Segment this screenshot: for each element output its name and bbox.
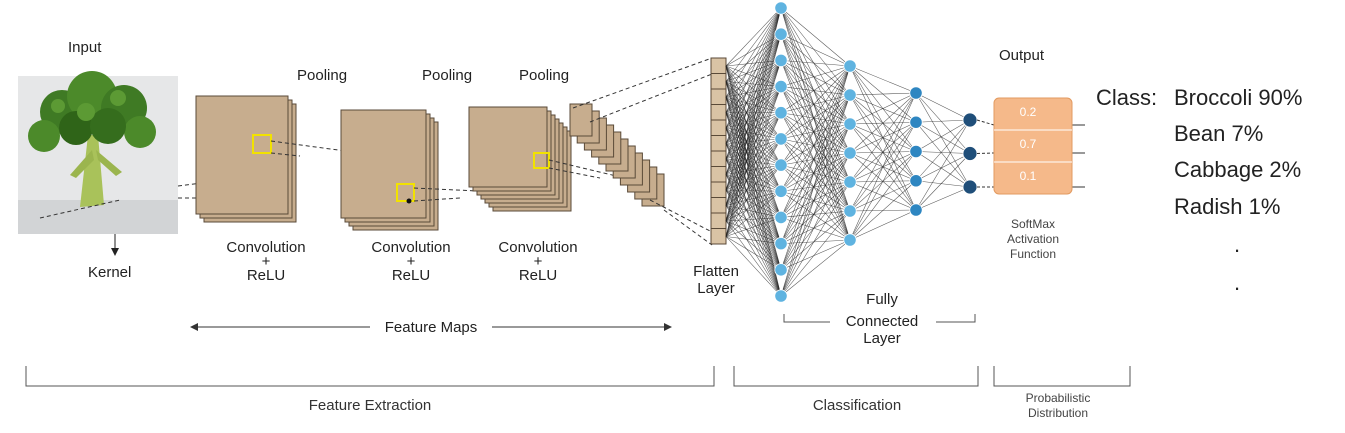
flatten-label-line1: Flatten: [693, 263, 739, 280]
svg-text:+: +: [407, 253, 416, 270]
flatten-cell: [710, 212, 727, 229]
softmax-value-1: 0.2: [1020, 105, 1037, 119]
feature-maps-label: Feature Maps: [385, 319, 478, 336]
neuron: [774, 132, 788, 146]
flatten-label-line2: Layer: [697, 280, 735, 297]
class-item-3: Cabbage 2%: [1174, 157, 1301, 182]
neuron: [962, 179, 978, 195]
neuron: [774, 237, 788, 251]
feature-extraction-bracket: [25, 366, 715, 387]
svg-text:Convolution: Convolution: [371, 239, 450, 256]
flatten-cell: [710, 228, 727, 245]
broccoli-input-image: [18, 71, 178, 234]
neuron: [774, 289, 788, 303]
neuron: [909, 115, 923, 129]
flatten-cell: [710, 150, 727, 167]
svg-text:Convolution: Convolution: [498, 239, 577, 256]
flatten-cell: [710, 57, 727, 74]
neuron: [774, 263, 788, 277]
conv-relu-label-3: Convolution + ReLU: [498, 239, 577, 284]
flatten-cell: [710, 166, 727, 183]
feature-map-stack-1: [195, 95, 297, 223]
neuron: [774, 184, 788, 198]
ellipsis-dot-1: .: [1234, 232, 1240, 257]
output-label: Output: [999, 47, 1045, 64]
neuron: [962, 112, 978, 128]
thin-feature-map: [569, 103, 593, 137]
fc-label-line2: Connected: [846, 313, 919, 330]
neuron: [909, 144, 923, 159]
neuron: [909, 86, 923, 100]
fc-label-line3: Layer: [863, 330, 901, 347]
softmax-value-3: 0.1: [1020, 169, 1037, 183]
neuron: [962, 146, 978, 161]
flatten-cell: [710, 181, 727, 198]
svg-text:ReLU: ReLU: [247, 267, 285, 284]
kernel-window-2: [396, 183, 415, 202]
kernel-label: Kernel: [88, 264, 131, 281]
flatten-cell: [710, 104, 727, 121]
pooling-label-1: Pooling: [297, 67, 347, 84]
neuron: [909, 203, 923, 217]
feature-extraction-label: Feature Extraction: [309, 397, 432, 414]
svg-text:+: +: [534, 253, 543, 270]
kernel-arrow: [111, 234, 119, 256]
input-label: Input: [68, 39, 102, 56]
neuron: [843, 146, 857, 160]
flatten-cell: [710, 119, 727, 136]
neuron: [774, 79, 788, 94]
pooling-label-3: Pooling: [519, 67, 569, 84]
neuron: [774, 53, 788, 67]
neuron: [774, 106, 788, 120]
softmax-value-2: 0.7: [1020, 137, 1037, 151]
svg-text:ReLU: ReLU: [519, 267, 557, 284]
neuron: [774, 27, 788, 41]
neuron: [843, 117, 857, 131]
pooling-label-2: Pooling: [422, 67, 472, 84]
neuron: [909, 174, 923, 188]
connection-mesh: [725, 7, 971, 297]
neuron: [774, 1, 788, 15]
class-item-2: Bean 7%: [1174, 121, 1263, 146]
conv-relu-label-1: Convolution + ReLU: [226, 239, 305, 284]
class-item-1: Broccoli 90%: [1174, 85, 1302, 110]
ellipsis-dot-2: .: [1234, 270, 1240, 295]
neuron: [843, 88, 857, 102]
softmax-label-line3: Function: [1010, 247, 1056, 261]
kernel-window-1: [252, 134, 272, 154]
classification-bracket: [733, 366, 979, 387]
softmax-label-line2: Activation: [1007, 232, 1059, 246]
prob-label-line1: Probabilistic: [1026, 391, 1091, 405]
output-lines: [976, 119, 1085, 188]
flatten-cell: [710, 135, 727, 152]
softmax-label-line1: SoftMax: [1011, 217, 1055, 231]
neuron: [843, 59, 857, 73]
flatten-cell: [710, 197, 727, 214]
flatten-layer: [710, 57, 727, 245]
conv-relu-label-2: Convolution + ReLU: [371, 239, 450, 284]
neuron: [843, 233, 857, 247]
probabilistic-bracket: [993, 366, 1131, 387]
feature-map-stack-4: [569, 103, 665, 207]
fc-label-line1: Fully: [866, 291, 898, 308]
prob-label-line2: Distribution: [1028, 406, 1088, 420]
softmax-box: [993, 97, 1073, 195]
neuron: [774, 210, 788, 225]
feature-map-stack-3: [468, 106, 572, 212]
feature-maps-arrow: [190, 323, 672, 331]
feature-map-stack-2: [340, 109, 439, 231]
neuron: [843, 175, 857, 189]
svg-text:+: +: [262, 253, 271, 270]
svg-text:ReLU: ReLU: [392, 267, 430, 284]
neuron: [774, 158, 788, 172]
neuron: [843, 204, 857, 218]
classification-label: Classification: [813, 397, 901, 414]
class-prefix: Class:: [1096, 85, 1157, 110]
class-item-4: Radish 1%: [1174, 194, 1280, 219]
flatten-cell: [710, 73, 727, 90]
svg-text:Convolution: Convolution: [226, 239, 305, 256]
neuron-layers: [774, 1, 978, 303]
flatten-cell: [710, 88, 727, 105]
